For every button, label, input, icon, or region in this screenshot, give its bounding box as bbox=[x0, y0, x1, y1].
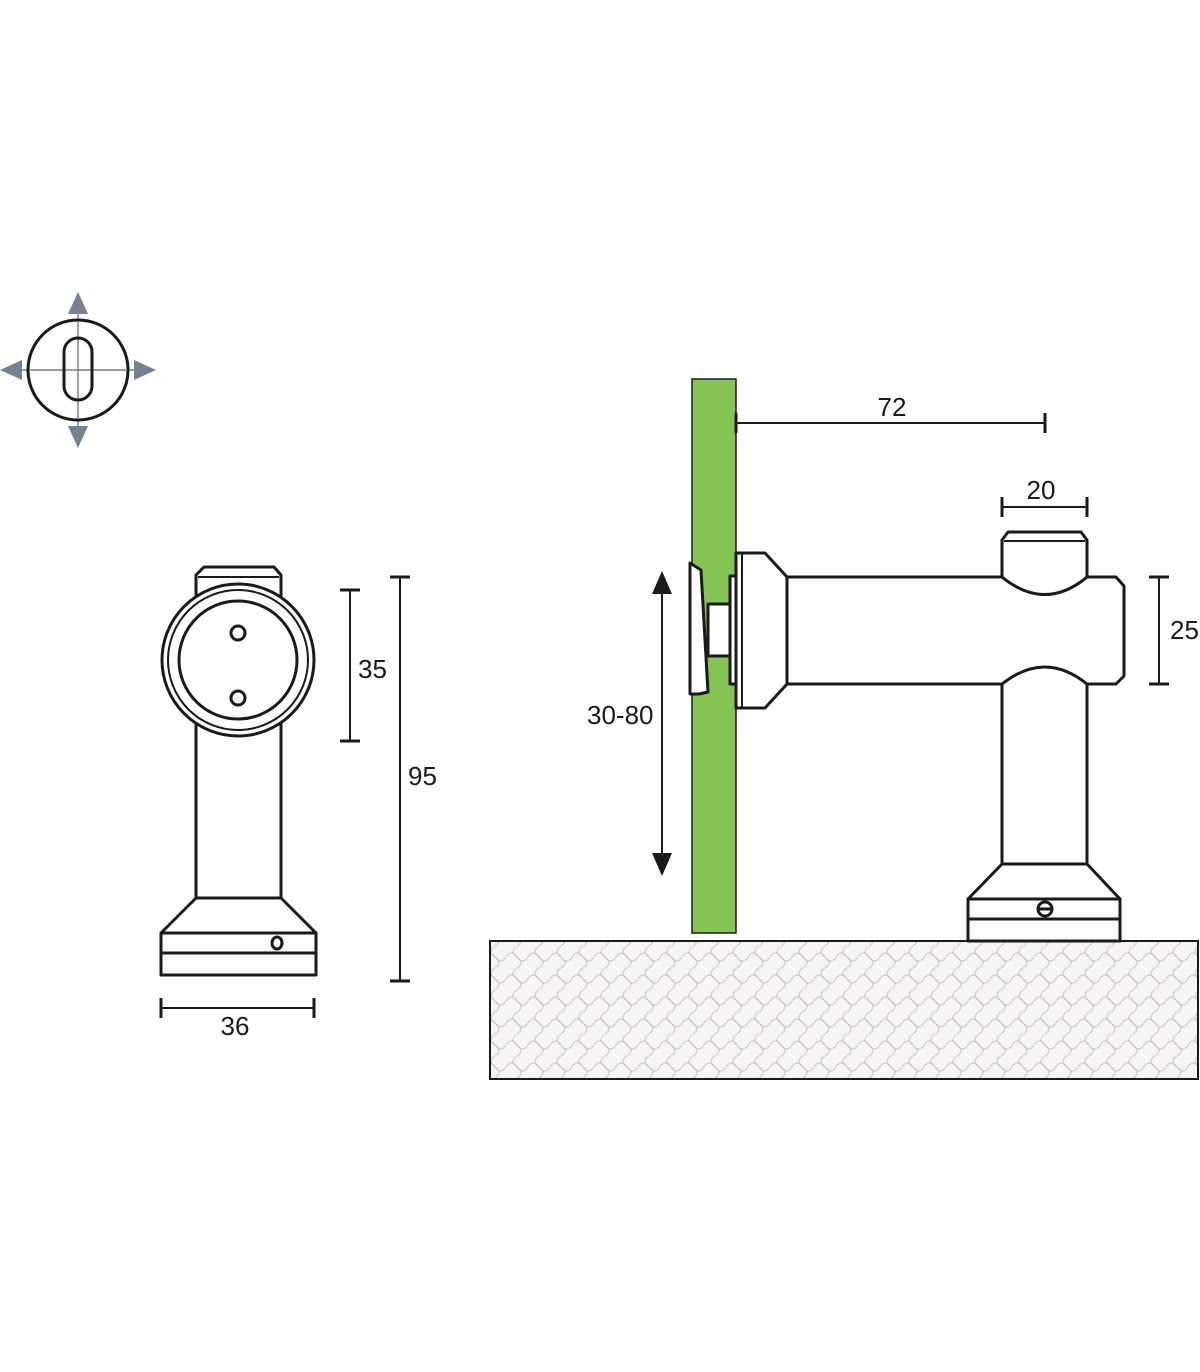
side-view bbox=[688, 530, 1126, 943]
dimension-glass-range: 30-80 bbox=[587, 571, 672, 876]
adjustment-directions-icon bbox=[0, 292, 156, 448]
front-ring-label: 35 bbox=[358, 654, 387, 684]
front-width-label: 36 bbox=[221, 1011, 250, 1041]
front-height-label: 95 bbox=[408, 761, 437, 791]
side-top-label: 20 bbox=[1027, 475, 1056, 505]
dimension-side-length: 72 bbox=[734, 392, 1047, 433]
dimension-side-tube: 25 bbox=[1149, 575, 1199, 686]
range-arrow-down-icon bbox=[652, 853, 672, 876]
front-view bbox=[159, 565, 318, 977]
dimension-front-width: 36 bbox=[159, 998, 316, 1041]
dimension-front-height: 95 bbox=[390, 575, 437, 983]
arrow-down-icon bbox=[68, 426, 88, 448]
dimension-front-ring: 35 bbox=[340, 588, 387, 743]
arrow-up-icon bbox=[68, 292, 88, 314]
glass-range-label: 30-80 bbox=[587, 700, 654, 730]
arrow-left-icon bbox=[0, 360, 22, 380]
side-length-label: 72 bbox=[878, 392, 907, 422]
dimension-side-top: 20 bbox=[1000, 475, 1089, 517]
range-arrow-up-icon bbox=[652, 571, 672, 594]
side-tube-label: 25 bbox=[1170, 615, 1199, 645]
arrow-right-icon bbox=[134, 360, 156, 380]
